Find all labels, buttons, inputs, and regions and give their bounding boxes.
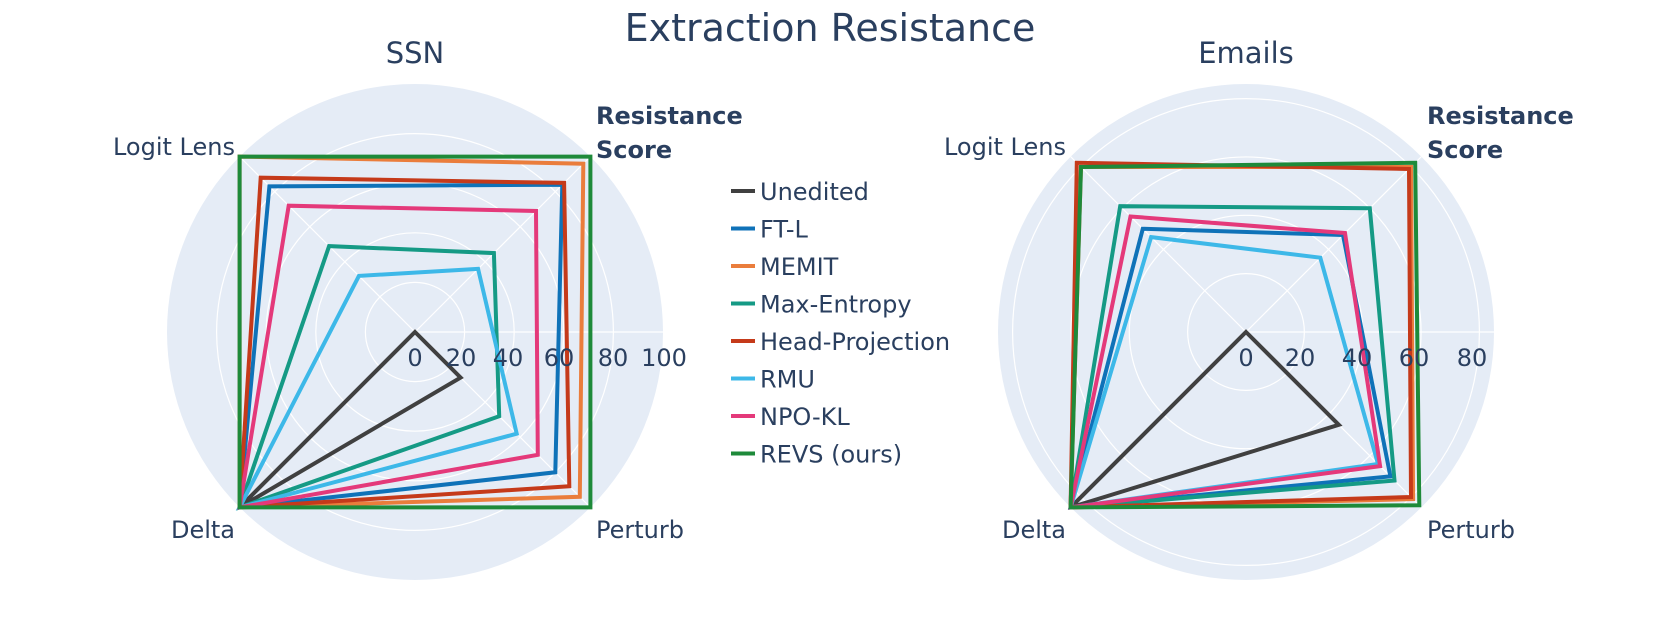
grid-spoke — [1070, 156, 1247, 333]
radial-tick-label: 0 — [1238, 344, 1253, 372]
radial-ticks-ssn: 0 20 40 60 80 100 — [407, 344, 687, 372]
legend-label-rmu: RMU — [760, 366, 815, 394]
series-unedited-ssn — [238, 329, 464, 510]
radial-ticks-emails: 0 20 40 60 80 — [1238, 344, 1487, 372]
axis-label-delta-emails: Delta — [1002, 516, 1066, 544]
subplot-title-ssn: SSN — [386, 36, 445, 70]
subplot-title-emails: Emails — [1198, 36, 1294, 70]
axis-label-logit-lens-ssn: Logit Lens — [113, 133, 235, 161]
series-revs-ours-emails — [1068, 160, 1422, 510]
legend-label-npo-kl: NPO-KL — [760, 403, 850, 431]
subplot-ssn: SSN 0 20 40 60 80 100 Logit Lens Delta Pertur… — [113, 36, 743, 580]
radial-tick-label: 60 — [1399, 344, 1430, 372]
legend-label-ft-l: FT-L — [760, 216, 809, 244]
grid-spoke — [1245, 156, 1422, 333]
subplot-emails: Emails 0 20 40 60 80 Logit Lens Delta Pertur… — [944, 36, 1574, 580]
axis-label-perturb-emails: Perturb — [1427, 516, 1515, 544]
chart-title: Extraction Resistance — [625, 6, 1036, 50]
series-group-ssn — [235, 154, 593, 511]
radial-tick-label: 0 — [407, 344, 422, 372]
radial-tick-label: 100 — [641, 344, 687, 372]
radial-tick-label: 40 — [1342, 344, 1373, 372]
radial-tick-label: 80 — [598, 344, 629, 372]
series-unedited-emails — [1069, 329, 1343, 510]
legend-label-head-projection: Head-Projection — [760, 328, 950, 356]
legend-label-memit: MEMIT — [760, 253, 839, 281]
axis-label-logit-lens-emails: Logit Lens — [944, 133, 1066, 161]
radial-tick-label: 20 — [1285, 344, 1316, 372]
axis-label-delta-ssn: Delta — [171, 516, 235, 544]
legend-label-revs-ours: REVS (ours) — [760, 441, 902, 469]
axis-label-perturb-ssn: Perturb — [596, 516, 684, 544]
legend-label-unedited: Unedited — [760, 178, 869, 206]
series-revs-ours-ssn — [237, 154, 593, 510]
radial-tick-label: 60 — [544, 344, 575, 372]
radial-tick-label: 40 — [493, 344, 524, 372]
radial-tick-label: 20 — [446, 344, 477, 372]
radial-tick-label: 80 — [1457, 344, 1488, 372]
legend-label-max-entropy: Max-Entropy — [760, 291, 912, 319]
series-group-emails — [1067, 160, 1422, 510]
